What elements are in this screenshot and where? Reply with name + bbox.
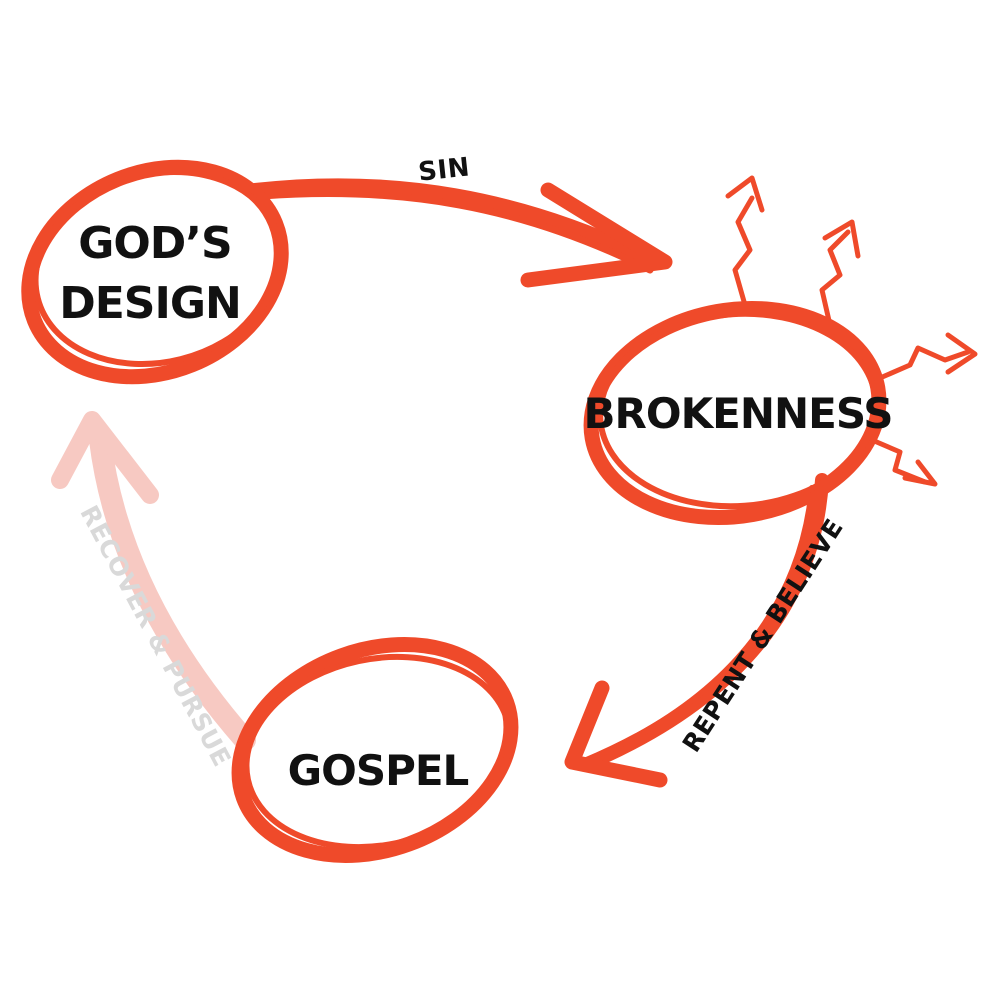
node-gods-design-label-line1: GOD’S — [78, 218, 231, 269]
edge-recover-label: RECOVER & PURSUE — [74, 501, 236, 772]
edge-sin-arrow — [248, 178, 673, 288]
node-gospel: GOSPEL — [231, 637, 519, 863]
ray-2 — [819, 219, 861, 328]
node-gods-design: GOD’S DESIGN — [21, 159, 289, 385]
brokenness-rays — [725, 175, 978, 487]
edge-repent-label: REPENT & BELIEVE — [677, 513, 849, 757]
node-gods-design-label-line2: DESIGN — [59, 278, 241, 329]
node-gospel-ring — [231, 637, 519, 863]
edge-sin-label: SIN — [417, 152, 472, 187]
node-gods-design-ring — [21, 159, 289, 385]
node-brokenness: BROKENNESS — [583, 300, 893, 526]
ray-3 — [877, 332, 978, 381]
ray-4 — [869, 437, 938, 487]
node-gospel-label: GOSPEL — [288, 746, 469, 795]
node-brokenness-ring — [583, 300, 887, 526]
edge-recover-arrow — [51, 411, 256, 751]
edge-repent-arrow — [564, 473, 829, 788]
ray-1 — [725, 175, 765, 308]
node-brokenness-label: BROKENNESS — [584, 389, 893, 438]
